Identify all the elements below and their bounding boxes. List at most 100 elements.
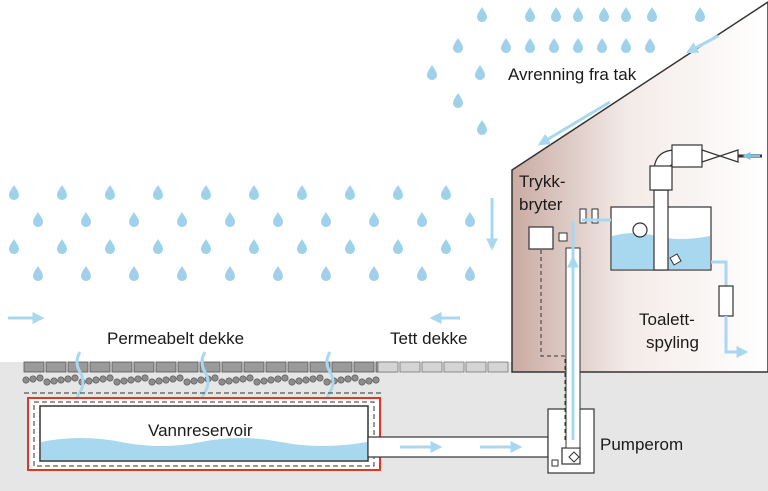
rain-drop-icon — [201, 239, 211, 254]
rain-drop-icon — [129, 212, 139, 227]
paving-stone — [265, 361, 287, 373]
gravel — [57, 376, 65, 384]
rain-drop-icon — [621, 7, 631, 22]
rain-drop-icon — [549, 38, 559, 53]
float-valve-icon — [632, 222, 648, 238]
rain-drop-icon — [33, 212, 43, 227]
gravel — [183, 378, 191, 386]
gravel — [260, 377, 268, 385]
gravel — [106, 374, 114, 382]
rain-drop-icon — [621, 38, 631, 53]
gravel — [239, 375, 247, 383]
gravel — [162, 376, 170, 384]
rain-drop-icon — [599, 7, 609, 22]
gravel — [50, 377, 58, 385]
rain-drop-icon — [393, 185, 403, 200]
permeable-surface-label: Permeabelt dekke — [107, 329, 244, 348]
paving-stone — [243, 361, 265, 373]
rain-drop-icon — [573, 7, 583, 22]
rain-drop-icon — [647, 7, 657, 22]
rain-drop-icon — [427, 65, 437, 80]
rain-drop-icon — [477, 120, 487, 135]
gravel — [99, 375, 107, 383]
gravel — [64, 375, 72, 383]
paving-stone — [89, 361, 111, 373]
toilet-flush-label-line2: spyling — [646, 333, 699, 352]
rain-drop-icon — [695, 7, 705, 22]
gravel — [141, 374, 149, 382]
gravel — [246, 374, 254, 382]
paving-stone — [287, 361, 309, 373]
gravel — [302, 376, 310, 384]
roof-runoff-label: Avrenning fra tak — [508, 65, 637, 84]
gravel — [127, 376, 135, 384]
rain-drop-icon — [9, 185, 19, 200]
rain-drop-icon — [81, 266, 91, 281]
paving-stone — [443, 361, 465, 373]
rain-drop-icon — [441, 185, 451, 200]
rain-drop-icon — [177, 266, 187, 281]
gravel — [29, 375, 37, 383]
gravel — [365, 377, 373, 385]
gravel — [36, 374, 44, 382]
gravel — [113, 378, 121, 386]
gravel — [169, 375, 177, 383]
rain-drop-icon — [417, 212, 427, 227]
paving-stone — [465, 361, 487, 373]
gravel — [316, 374, 324, 382]
pressure-switch — [528, 226, 568, 250]
paving-stone — [23, 361, 45, 373]
rain-drop-icon — [273, 266, 283, 281]
gravel — [71, 374, 79, 382]
pressure-switch-label-line2: bryter — [519, 195, 563, 214]
rain-drop-icon — [273, 212, 283, 227]
rain-drop-icon — [225, 212, 235, 227]
paving-stone — [331, 361, 353, 373]
toilet-cistern — [571, 189, 712, 271]
rain-drop-icon — [465, 212, 475, 227]
rain-drop-icon — [33, 266, 43, 281]
gravel — [232, 376, 240, 384]
rain-drop-icon — [321, 266, 331, 281]
paving-stone — [377, 361, 399, 373]
gravel — [358, 378, 366, 386]
paving-stone — [45, 361, 67, 373]
rain-drop-icon — [525, 7, 535, 22]
rain-drop-icon — [153, 239, 163, 254]
rain-drop-icon — [369, 266, 379, 281]
rain-drop-icon — [525, 38, 535, 53]
gravel — [309, 375, 317, 383]
gravel — [225, 377, 233, 385]
paving-stone — [353, 361, 375, 373]
rain-drop-icon — [9, 239, 19, 254]
rain-drop-icon — [81, 212, 91, 227]
paving-stone — [399, 361, 421, 373]
rain-drop-icon — [393, 239, 403, 254]
rain-drop-icon — [477, 7, 487, 22]
rain-drop-icon — [249, 239, 259, 254]
rain-drop-icon — [249, 185, 259, 200]
rain-drop-icon — [453, 93, 463, 108]
paving-stone — [221, 361, 243, 373]
gravel — [92, 376, 100, 384]
impermeable-surface-label: Tett dekke — [390, 329, 468, 348]
gravel — [43, 378, 51, 386]
rain-drop-icon — [501, 38, 511, 53]
gravel — [190, 377, 198, 385]
gravel — [351, 374, 359, 382]
rain-drop-icon — [297, 239, 307, 254]
rain-drop-icon — [201, 185, 211, 200]
gravel — [22, 376, 30, 384]
rain-drop-icon — [369, 212, 379, 227]
inlet-pipe — [649, 144, 762, 191]
pressure-switch-label-line1: Trykk- — [519, 172, 566, 191]
gravel — [274, 375, 282, 383]
paving-stone — [309, 361, 331, 373]
paving-stone — [199, 361, 221, 373]
rain-drop-icon — [225, 266, 235, 281]
gravel — [120, 377, 128, 385]
rain-drop-icon — [597, 38, 607, 53]
valves — [579, 208, 599, 224]
pump-room-label: Pumperom — [600, 435, 683, 454]
